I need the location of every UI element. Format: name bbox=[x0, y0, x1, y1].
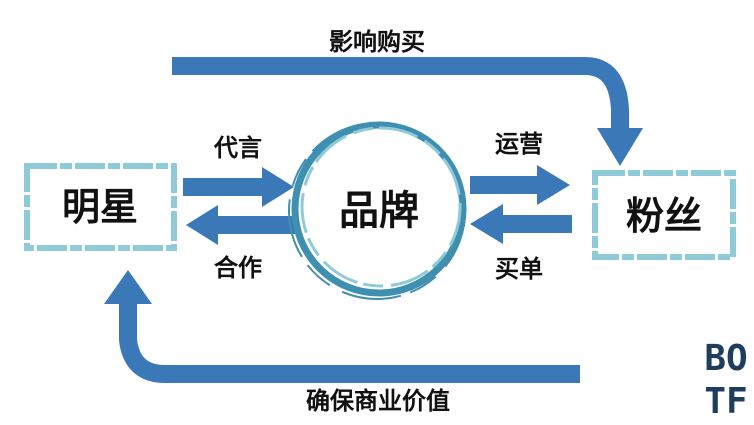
arrow-brand-to-star bbox=[186, 205, 295, 245]
fans-to-brand-label: 买单 bbox=[495, 255, 543, 283]
brand-to-star-label: 合作 bbox=[214, 254, 262, 282]
star-node: 明星 bbox=[24, 163, 177, 251]
fans-node-label: 粉丝 bbox=[626, 194, 702, 238]
brand-node-label: 品牌 bbox=[339, 188, 419, 234]
arrow-brand-to-fans bbox=[470, 165, 570, 205]
logo-line-1: BO bbox=[704, 338, 747, 379]
star-to-brand-label: 代言 bbox=[213, 134, 262, 162]
top-arc-arrow bbox=[172, 57, 643, 166]
bottom-arc-arrow bbox=[104, 270, 580, 383]
brand-node: 品牌 bbox=[288, 121, 467, 300]
arrow-star-to-brand bbox=[183, 167, 294, 207]
star-node-label: 明星 bbox=[62, 185, 138, 229]
top-arc-label: 影响购买 bbox=[329, 28, 425, 56]
arrow-fans-to-brand bbox=[470, 204, 572, 244]
botf-logo: BO TF bbox=[704, 338, 747, 422]
brand-to-fans-label: 运营 bbox=[495, 130, 543, 158]
bottom-arc-label: 确保商业价值 bbox=[306, 387, 450, 415]
logo-line-2: TF bbox=[704, 381, 747, 422]
fans-node: 粉丝 bbox=[592, 170, 736, 260]
